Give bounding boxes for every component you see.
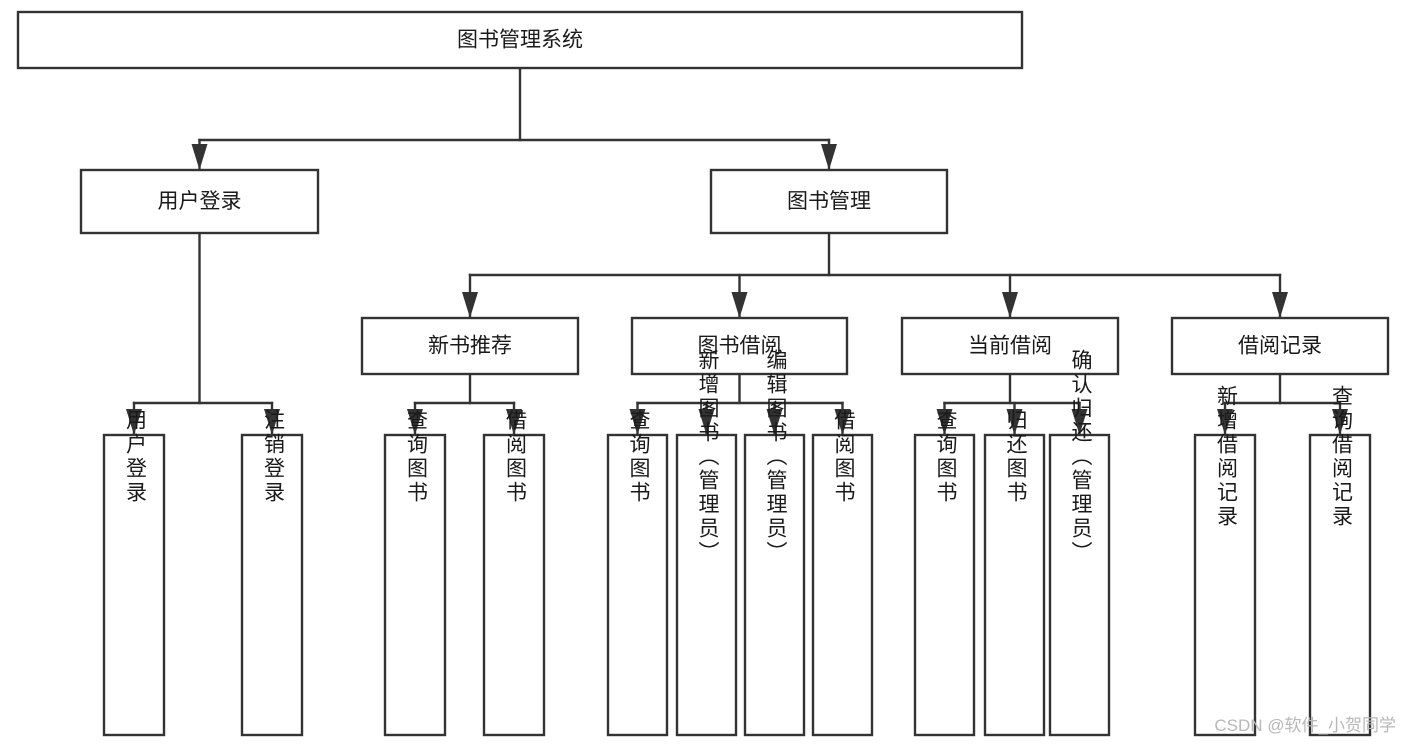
node-label-current-borrow: 当前借阅 [968,335,1052,358]
node-label-root: 图书管理系统 [457,29,583,52]
book-management-arrow-0 [462,292,478,318]
root-arrow-1 [821,144,837,170]
node-label-leaf-edit-book: 编辑图书（管理员） [764,349,788,565]
node-label-user-login: 用户登录 [158,190,242,213]
node-leaf-confirm-return[interactable]: 确认归还（管理员） [1048,349,1111,737]
node-box-leaf-user-login [102,433,166,737]
csdn-watermark: CSDN @软件_小贺同学 [1214,716,1396,735]
book-borrow-arrow-3 [834,409,851,435]
node-box-current-borrow [900,316,1120,376]
book-borrow-arrow-0 [629,409,646,435]
node-leaf-query-book-1[interactable]: 查询图书 [383,409,447,737]
book-management-arrow-1 [731,292,748,318]
connectors-layer [126,66,1348,437]
new-book-recommend-arrow-1 [506,409,522,435]
node-box-book-borrow [630,316,849,376]
node-box-leaf-confirm-return [1048,433,1111,737]
node-current-borrow[interactable]: 当前借阅 [900,316,1120,376]
node-leaf-edit-book[interactable]: 编辑图书（管理员） [743,349,806,737]
borrow-record-arrow-0 [1217,409,1233,435]
node-box-user-login [79,168,320,235]
node-label-leaf-logout: 注销登录 [262,409,286,505]
book-borrow-arrow-2 [766,409,783,435]
node-leaf-logout[interactable]: 注销登录 [240,409,304,737]
node-box-leaf-add-book [675,433,738,737]
node-leaf-borrow-book-2[interactable]: 借阅图书 [811,409,874,737]
node-box-leaf-return-book [983,433,1046,737]
node-label-leaf-query-book-3: 查询图书 [934,409,958,505]
node-label-leaf-return-book: 归还图书 [1004,409,1028,505]
node-box-leaf-add-record [1193,433,1257,737]
node-book-management[interactable]: 图书管理 [709,168,949,235]
node-label-borrow-record: 借阅记录 [1238,335,1322,358]
node-label-leaf-query-record: 查询借阅记录 [1330,385,1354,529]
node-box-borrow-record [1170,316,1390,376]
current-borrow-arrow-0 [936,409,953,435]
node-leaf-add-book[interactable]: 新增图书（管理员） [675,349,738,737]
current-borrow-arrow-1 [1006,409,1023,435]
node-label-leaf-confirm-return: 确认归还（管理员） [1069,349,1093,565]
node-label-leaf-add-book: 新增图书（管理员） [696,349,720,565]
node-box-leaf-edit-book [743,433,806,737]
node-label-leaf-query-book-2: 查询图书 [627,409,651,505]
node-leaf-query-book-3[interactable]: 查询图书 [913,409,976,737]
borrow-record-arrow-1 [1332,409,1348,435]
node-box-root [16,10,1024,70]
book-management-arrow-3 [1272,292,1288,318]
user-login-arrow-0 [126,409,142,435]
node-box-new-book-recommend [360,316,580,376]
node-label-leaf-add-record: 新增借阅记录 [1215,385,1239,529]
nodes-layer: 图书管理系统用户登录图书管理新书推荐图书借阅当前借阅借阅记录用户登录注销登录查询… [16,10,1390,737]
node-box-leaf-logout [240,433,304,737]
node-new-book-recommend[interactable]: 新书推荐 [360,316,580,376]
node-box-leaf-query-book-2 [606,433,669,737]
node-label-leaf-user-login: 用户登录 [124,409,148,505]
current-borrow-arrow-2 [1071,409,1088,435]
node-box-book-management [709,168,949,235]
node-leaf-query-book-2[interactable]: 查询图书 [606,409,669,737]
node-leaf-return-book[interactable]: 归还图书 [983,409,1046,737]
book-borrow-arrow-1 [698,409,715,435]
node-leaf-add-record[interactable]: 新增借阅记录 [1193,385,1257,737]
node-root[interactable]: 图书管理系统 [16,10,1024,70]
node-leaf-user-login[interactable]: 用户登录 [102,409,166,737]
node-label-leaf-borrow-book-2: 借阅图书 [832,409,856,505]
node-label-book-borrow: 图书借阅 [698,335,782,358]
book-management-arrow-2 [1002,292,1018,318]
node-box-leaf-query-book-1 [383,433,447,737]
node-box-leaf-borrow-book-2 [811,433,874,737]
node-leaf-query-record[interactable]: 查询借阅记录 [1308,385,1372,737]
node-label-leaf-query-book-1: 查询图书 [405,409,429,505]
node-book-borrow[interactable]: 图书借阅 [630,316,849,376]
new-book-recommend-arrow-0 [407,409,423,435]
node-leaf-borrow-book-1[interactable]: 借阅图书 [482,409,546,737]
node-user-login[interactable]: 用户登录 [79,168,320,235]
node-label-new-book-recommend: 新书推荐 [428,335,512,358]
root-arrow-0 [191,144,208,170]
node-box-leaf-query-record [1308,433,1372,737]
node-label-leaf-borrow-book-1: 借阅图书 [504,409,528,505]
node-box-leaf-borrow-book-1 [482,433,546,737]
user-login-arrow-1 [264,409,280,435]
node-box-leaf-query-book-3 [913,433,976,737]
node-borrow-record[interactable]: 借阅记录 [1170,316,1390,376]
node-label-book-management: 图书管理 [787,190,871,213]
